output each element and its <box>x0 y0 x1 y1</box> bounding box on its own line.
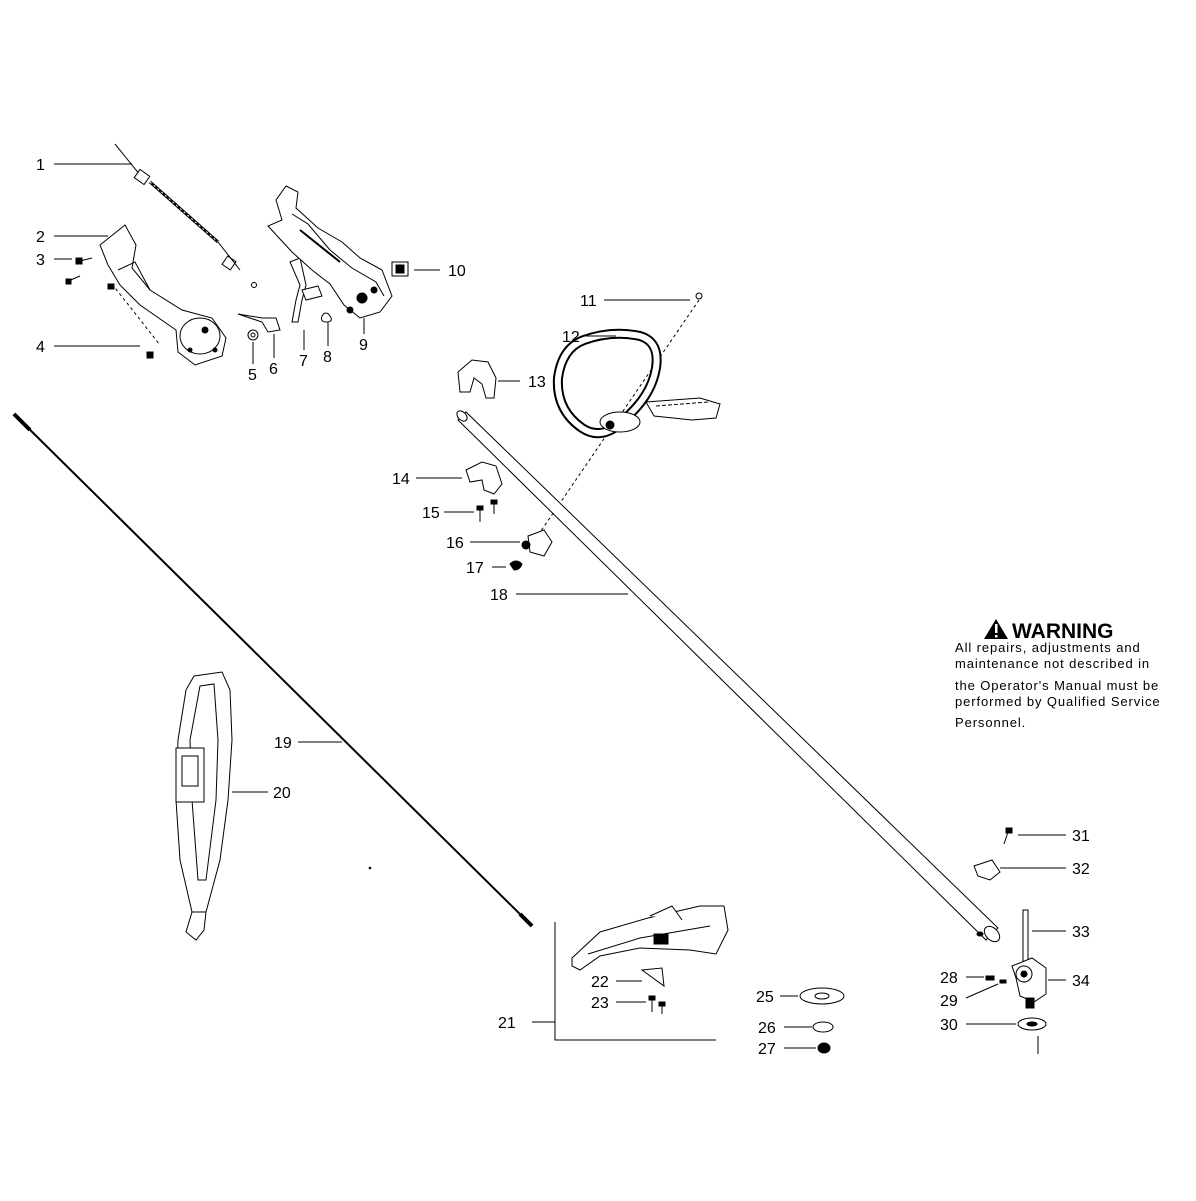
callout-14: 14 <box>392 471 410 488</box>
part-screws-3 <box>65 257 93 285</box>
callout-3: 3 <box>36 252 45 269</box>
callout-17: 17 <box>466 560 484 577</box>
warning-notice: WARNING All repairs, adjustments and mai… <box>955 619 1160 730</box>
part-drive-shaft-19 <box>12 412 534 928</box>
part-grip-housing-9 <box>267 185 393 319</box>
part-bracket-14 <box>465 461 503 495</box>
callout-22: 22 <box>591 974 609 991</box>
callout-10: 10 <box>448 263 466 280</box>
part-throttle-cable <box>114 143 257 288</box>
callout-31: 31 <box>1072 828 1090 845</box>
callout-6: 6 <box>269 361 278 378</box>
callout-5: 5 <box>248 367 257 384</box>
callout-13: 13 <box>528 374 546 391</box>
part-switch-10 <box>391 261 409 277</box>
part-screws-23 <box>648 995 666 1014</box>
part-shield-21 <box>532 905 729 1041</box>
callout-9: 9 <box>359 337 368 354</box>
part-bracket-22 <box>640 967 665 988</box>
callout-4: 4 <box>36 339 45 356</box>
warning-line-5: Personnel. <box>955 715 1026 730</box>
part-washer-30 <box>1017 1017 1047 1054</box>
callout-27: 27 <box>758 1041 776 1058</box>
part-screw-28 <box>985 975 995 981</box>
leader-lines <box>54 163 1066 1049</box>
part-assist-handle-12 <box>552 328 721 439</box>
part-handle-housing <box>99 224 227 366</box>
callout-25: 25 <box>756 989 774 1006</box>
part-clamp-13 <box>457 359 497 399</box>
callout-12: 12 <box>562 329 580 346</box>
part-screws-15 <box>476 499 498 522</box>
callout-7: 7 <box>299 353 308 370</box>
callout-34: 34 <box>1072 973 1090 990</box>
part-screw-4 <box>107 283 161 359</box>
callout-28: 28 <box>940 970 958 987</box>
callout-33: 33 <box>1072 924 1090 941</box>
callout-19: 19 <box>274 735 292 752</box>
part-washer-25 <box>799 987 845 1005</box>
callout-26: 26 <box>758 1020 776 1037</box>
warning-title: WARNING <box>1012 620 1114 643</box>
callout-29: 29 <box>940 993 958 1010</box>
part-washer-26 <box>812 1021 834 1033</box>
callout-21: 21 <box>498 1015 516 1032</box>
part-spring-5 <box>247 329 259 341</box>
warning-line-1: All repairs, adjustments and <box>955 640 1141 655</box>
callout-8: 8 <box>323 349 332 366</box>
warning-line-2: maintenance not described in <box>955 656 1150 671</box>
callout-20: 20 <box>273 785 291 802</box>
part-harness-20 <box>175 671 233 941</box>
part-shaft-tube-18 <box>456 410 1001 943</box>
warning-triangle-icon <box>984 619 1008 639</box>
callout-15: 15 <box>422 505 440 522</box>
warning-line-3: the Operator's Manual must be <box>955 678 1159 693</box>
callout-32: 32 <box>1072 861 1090 878</box>
part-bolt-31 <box>1003 827 1013 845</box>
part-spring-8 <box>321 312 332 323</box>
callout-numbers: 1 2 3 4 5 6 7 8 9 10 11 12 13 14 15 16 1… <box>36 157 1090 1058</box>
part-clamp-32 <box>973 859 1001 881</box>
part-lever-6 <box>237 313 281 333</box>
warning-line-4: performed by Qualified Service <box>955 694 1160 709</box>
callout-11: 11 <box>580 293 597 310</box>
callout-16: 16 <box>446 535 464 552</box>
part-nut-17 <box>509 560 523 571</box>
callout-23: 23 <box>591 995 609 1012</box>
part-knob-16 <box>521 529 553 557</box>
part-gearhead-34 <box>1011 957 1047 1009</box>
part-rod-33 <box>1022 909 1029 967</box>
callout-2: 2 <box>36 229 45 246</box>
callout-30: 30 <box>940 1017 958 1034</box>
part-screw-29 <box>999 979 1007 984</box>
part-nut-27 <box>817 1042 831 1054</box>
part-trigger-7 <box>289 257 323 323</box>
callout-1: 1 <box>36 157 45 174</box>
callout-18: 18 <box>490 587 508 604</box>
